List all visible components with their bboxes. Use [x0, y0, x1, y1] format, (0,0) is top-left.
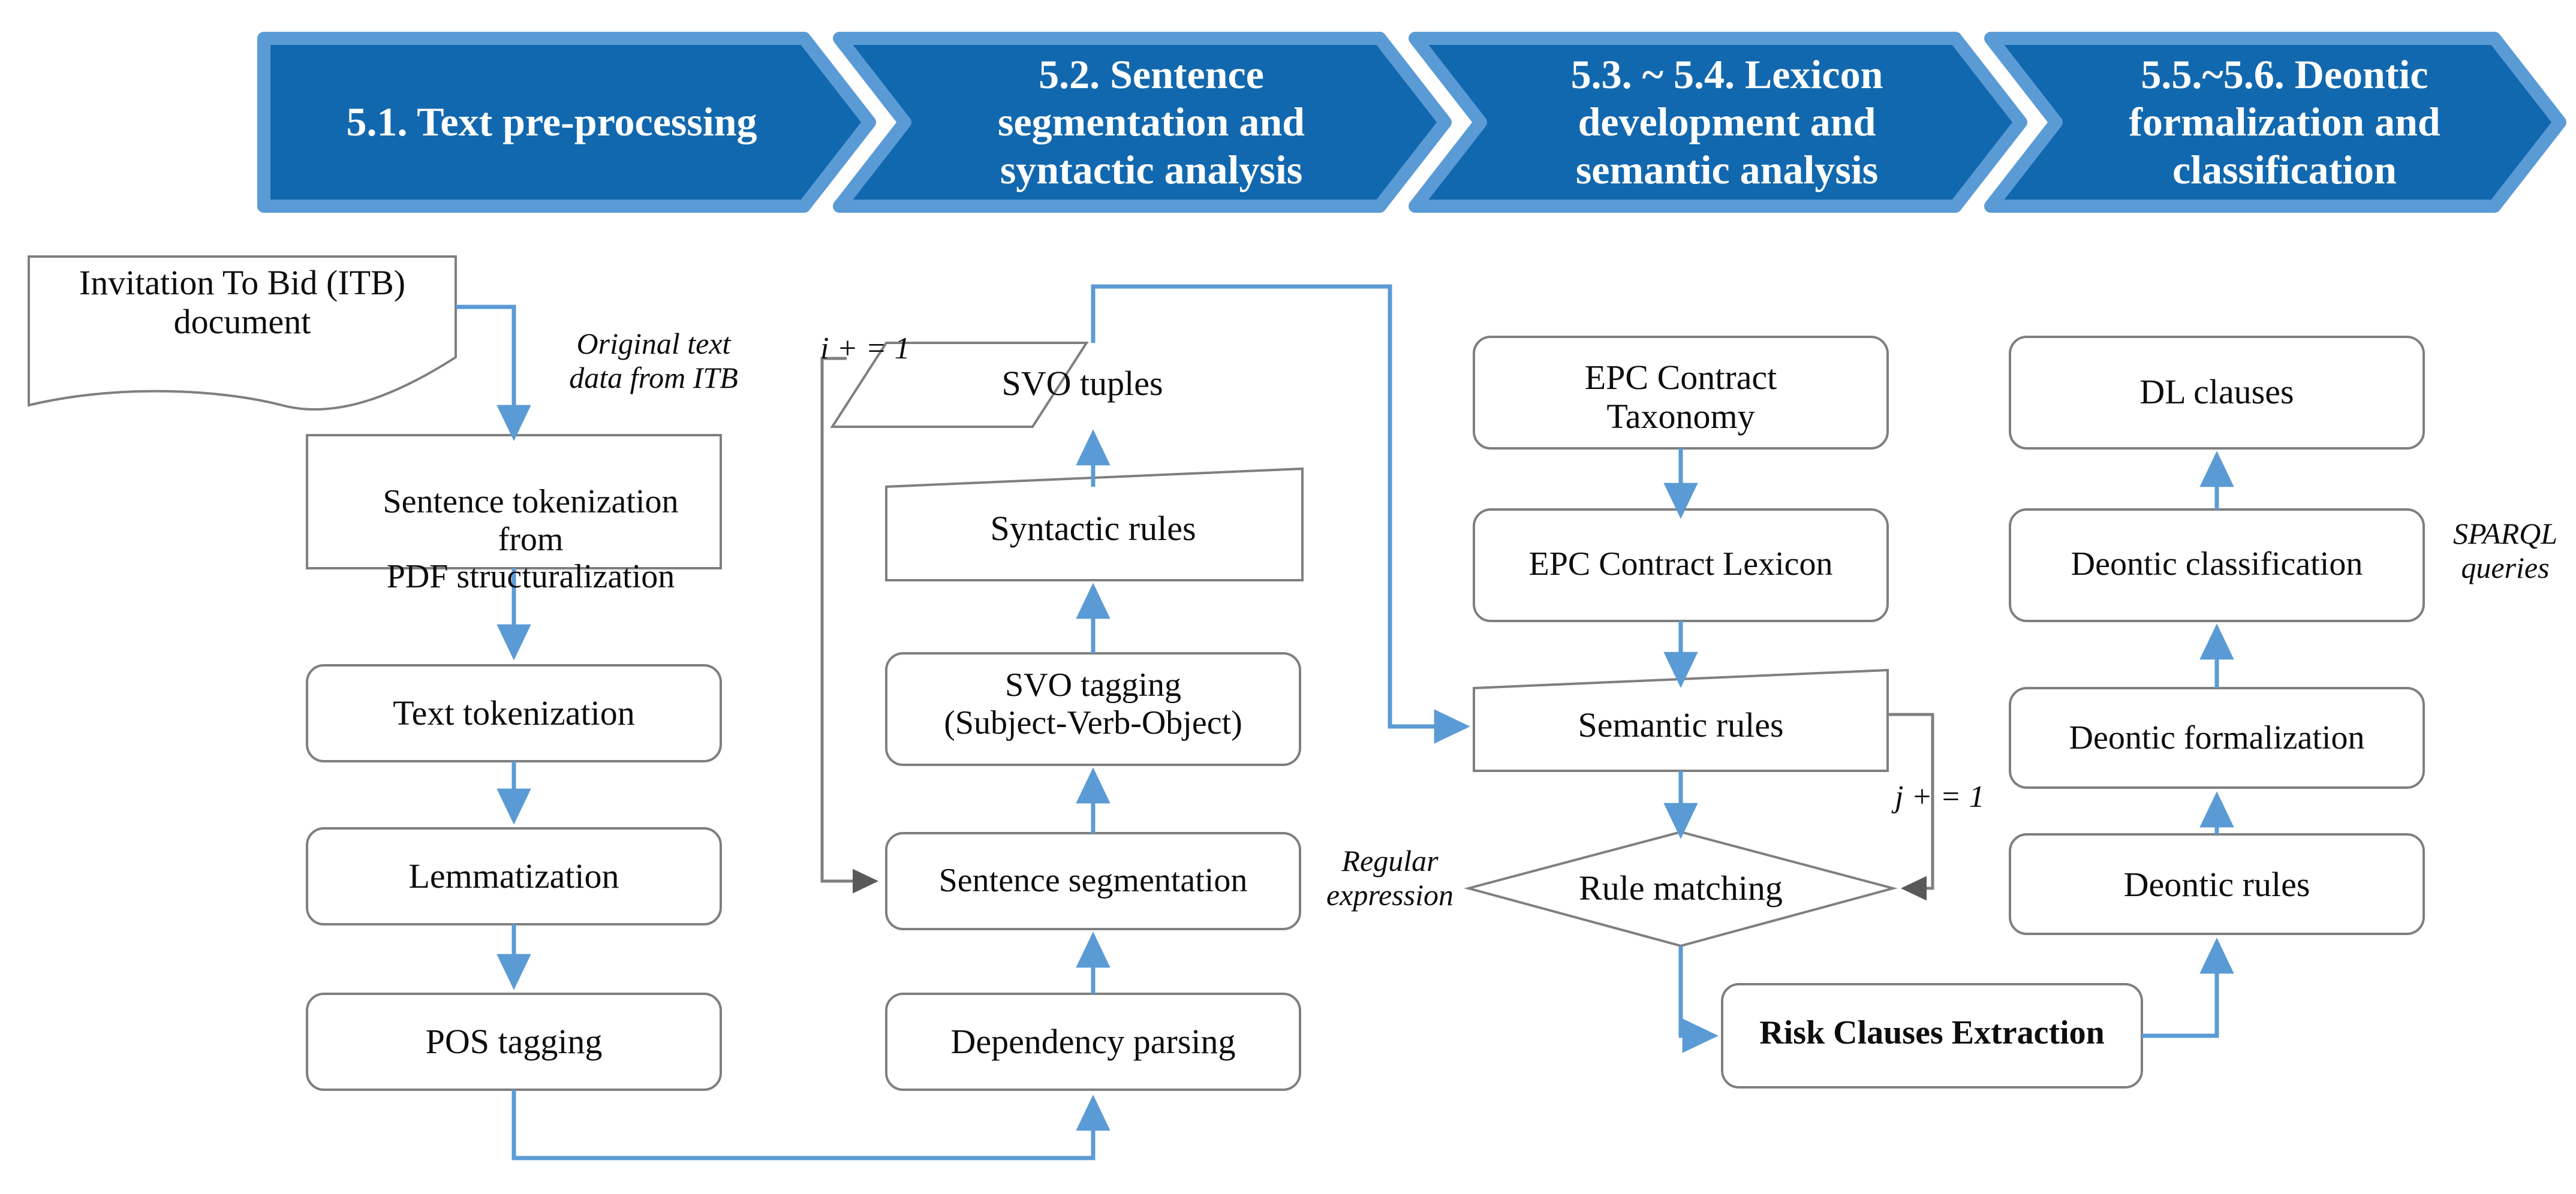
- edge-svotuples-to-semantic-rules: [1091, 284, 1470, 744]
- dependency-parsing-label: Dependency parsing: [950, 1022, 1236, 1061]
- text-tokenization-label: Text tokenization: [393, 694, 635, 732]
- dl-clauses-label: DL clauses: [2139, 372, 2294, 411]
- banner-step-1[interactable]: [257, 32, 876, 213]
- syntactic-rules-label: Syntactic rules: [990, 509, 1196, 548]
- pos-tagging-label: POS tagging: [425, 1022, 603, 1061]
- edge-note-sparql-queries: SPARQL queries: [2452, 517, 2558, 584]
- epc-contract-lexicon-label: EPC Contract Lexicon: [1528, 545, 1833, 583]
- deontic-formalization-label: Deontic formalization: [2069, 719, 2365, 756]
- shape-dl-clauses[interactable]: [2009, 336, 2425, 450]
- loop-label-j-increment: j + = 1: [1895, 780, 1985, 814]
- banner-step-4[interactable]: [1984, 32, 2566, 213]
- edge-rulematching-to-riskclauses: [1678, 946, 1719, 1053]
- shape-svo-tuples[interactable]: [830, 342, 1089, 428]
- banner-step-2-label: 5.2. Sentence segmentation and syntactic…: [998, 51, 1305, 192]
- sentence-tokenization-label: Sentence tokenization from PDF structura…: [383, 483, 679, 596]
- deontic-classification-label: Deontic classification: [2071, 545, 2363, 583]
- loop-label-i-increment: i + = 1: [820, 331, 910, 366]
- shape-itb-document[interactable]: [28, 255, 457, 411]
- svo-tagging-label: SVO tagging (Subject-Verb-Object): [944, 667, 1242, 741]
- lemmatization-label: Lemmatization: [408, 857, 619, 896]
- edge-riskclauses-to-deonticrules: [2142, 937, 2234, 1038]
- shape-syntactic-rules[interactable]: [885, 467, 1304, 581]
- svo-tuples-label: SVO tuples: [1001, 364, 1163, 403]
- banner-step-3[interactable]: [1409, 32, 2027, 213]
- banner-step-1-label: 5.1. Text pre-processing: [346, 99, 757, 145]
- banner-step-4-label: 5.5.~5.6. Deontic formalization and clas…: [2129, 51, 2440, 192]
- banner-step-2[interactable]: [833, 32, 1452, 213]
- banner-chevrons: [257, 32, 2566, 213]
- edge-note-original-text: Original text data from ITB: [569, 327, 738, 394]
- sentence-segmentation-label: Sentence segmentation: [938, 862, 1248, 899]
- edge-doc-to-tokenization: [456, 304, 531, 441]
- risk-clauses-extraction-label: Risk Clauses Extraction: [1759, 1014, 2105, 1051]
- epc-contract-taxonomy-label: EPC Contract Taxonomy: [1584, 358, 1777, 436]
- edge-loop-j-increment: [1888, 713, 1934, 901]
- edge-loop-i-increment: [820, 357, 879, 894]
- rule-matching-label: Rule matching: [1579, 869, 1783, 907]
- semantic-rules-label: Semantic rules: [1578, 705, 1784, 744]
- edge-pos-to-dependency: [511, 1090, 1111, 1160]
- shape-semantic-rules[interactable]: [1473, 668, 1889, 772]
- edge-note-regular-expression: Regular expression: [1326, 844, 1453, 912]
- itb-document-label: Invitation To Bid (ITB) document: [79, 263, 406, 341]
- banner-step-3-label: 5.3. ~ 5.4. Lexicon development and sema…: [1570, 51, 1883, 192]
- deontic-rules-label: Deontic rules: [2123, 865, 2310, 904]
